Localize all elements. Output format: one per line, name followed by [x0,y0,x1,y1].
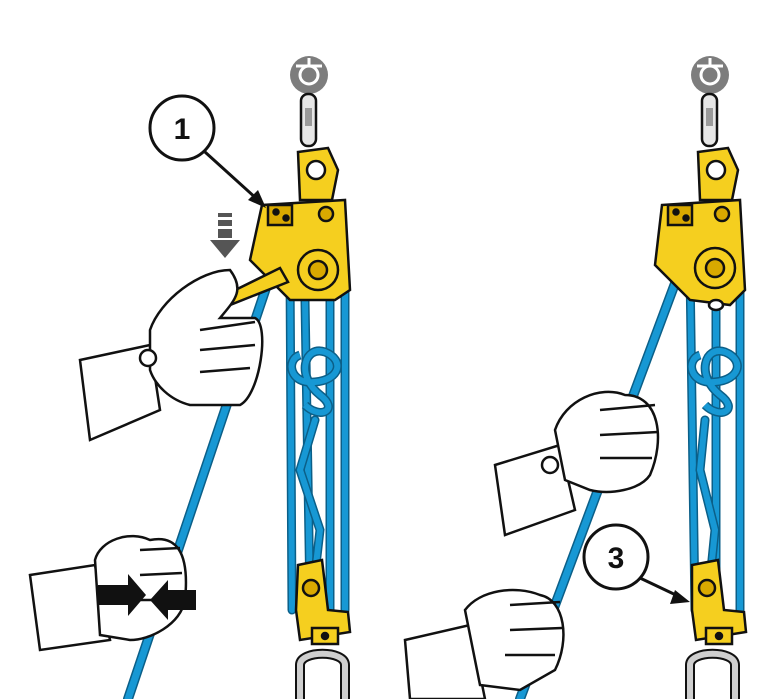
bottom-carabiner [685,648,740,699]
callout-3-label: 3 [608,542,625,575]
upper-gloved-hand [493,390,660,537]
anchor-point-icon [691,56,729,94]
upper-gloved-hand [78,268,264,442]
bottom-pulley-device [294,558,352,646]
left-panel: 1 [28,56,352,699]
bottom-carabiner [295,648,350,699]
lower-gloved-hand [403,588,565,699]
callout-1-label: 1 [174,113,191,146]
figure-eight-knot [687,346,742,417]
push-down-arrow-icon [210,213,240,258]
bottom-pulley-device [690,558,748,646]
top-carabiner [299,92,318,148]
anchor-point-icon [290,56,328,94]
top-pulley-device [211,146,352,307]
figure-eight-knot [287,346,342,417]
right-panel: 3 [403,56,748,699]
top-carabiner [700,92,719,148]
squeeze-arrows-icon [98,574,196,620]
top-pulley-device [653,146,747,312]
callout-1: 1 [148,94,266,208]
callout-3: 3 [582,523,690,604]
